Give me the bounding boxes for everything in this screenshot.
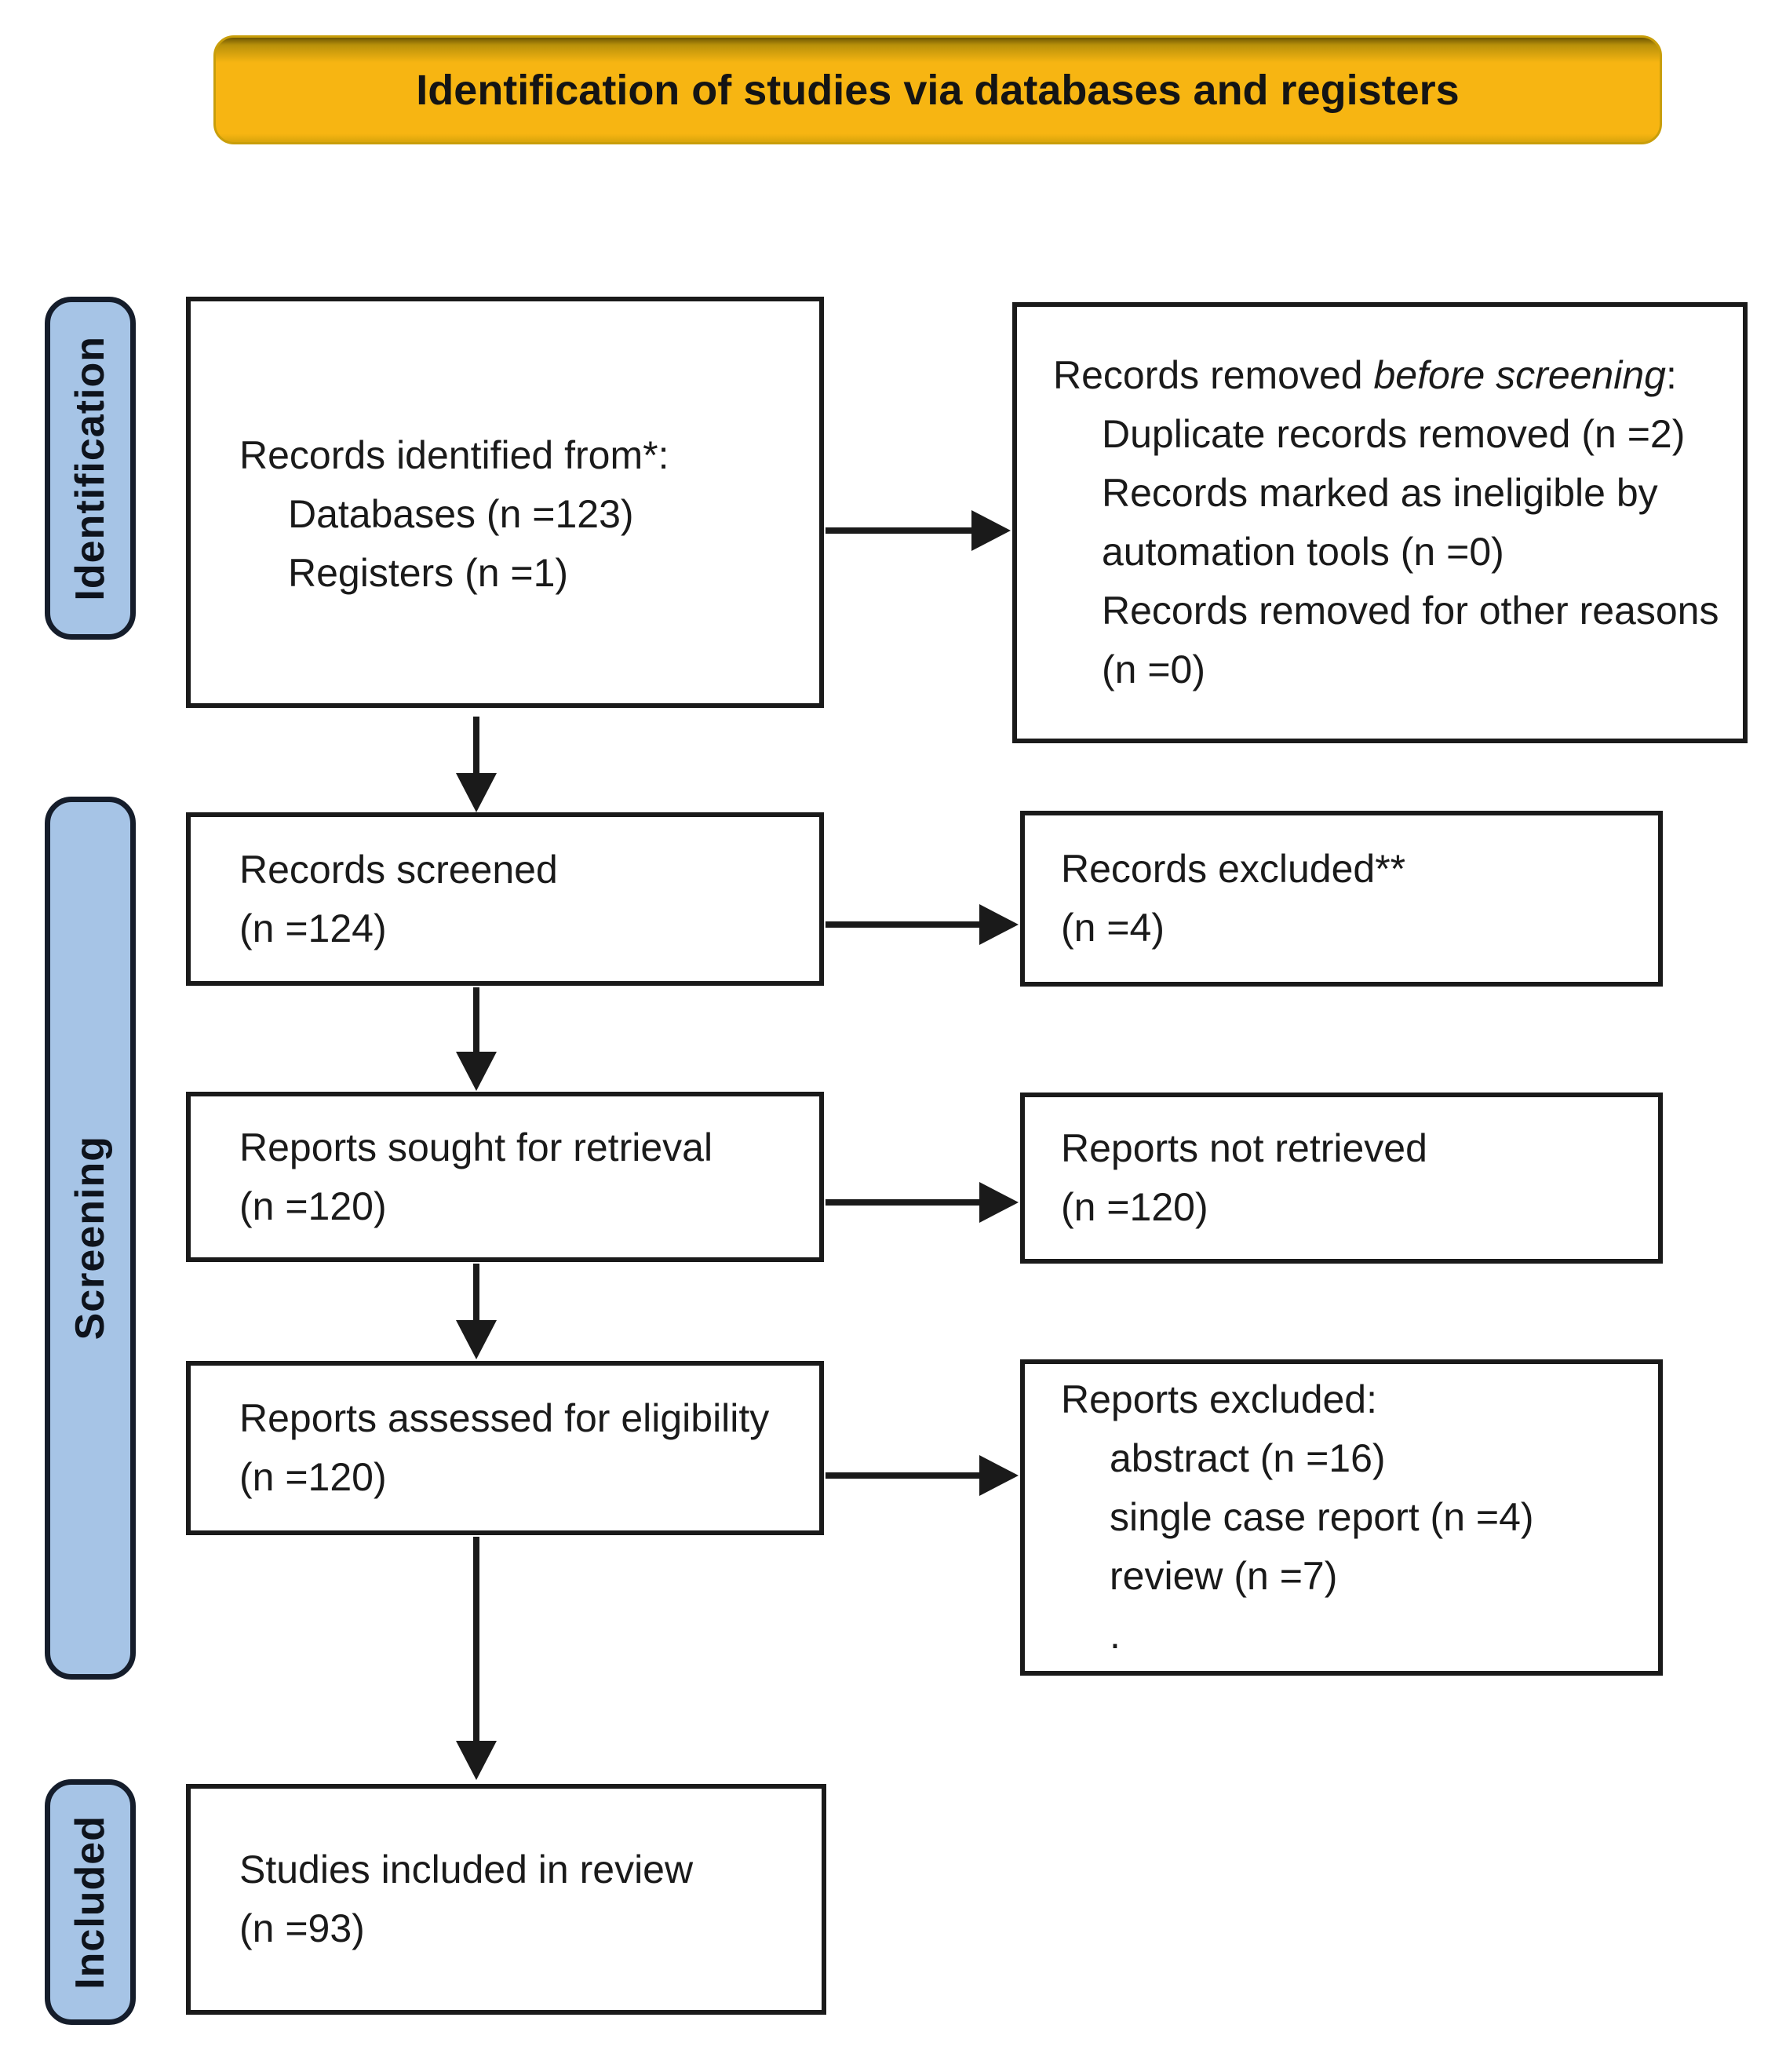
- heading-italic: before screening: [1373, 353, 1666, 397]
- arrow-assessed-to-included-shaft: [473, 1537, 479, 1742]
- box-records-removed: Records removed before screening: Duplic…: [1012, 302, 1748, 743]
- stage-label-screening: Screening: [67, 1136, 113, 1341]
- stage-label-included: Included: [67, 1815, 113, 1990]
- arrow-screened-to-excluded-head: [979, 904, 1019, 945]
- box-line: .: [1110, 1613, 1121, 1657]
- arrow-screened-to-excluded-shaft: [826, 921, 979, 928]
- box-reports-sought: Reports sought for retrieval (n =120): [186, 1092, 824, 1262]
- box-heading: Records removed before screening:: [1053, 346, 1727, 405]
- stage-tab-identification: Identification: [45, 297, 136, 640]
- box-line: (n =93): [239, 1906, 365, 1950]
- box-line: Reports assessed for eligibility: [239, 1396, 770, 1440]
- box-line: (n =120): [239, 1455, 387, 1499]
- box-heading: Records identified from*:: [239, 432, 669, 477]
- box-line: abstract (n =16): [1110, 1436, 1386, 1480]
- arrow-screened-to-sought-head: [456, 1052, 497, 1091]
- arrow-sought-to-assessed-head: [456, 1320, 497, 1359]
- arrow-sought-to-not-retrieved-head: [979, 1182, 1019, 1223]
- stage-tab-screening: Screening: [45, 797, 136, 1680]
- heading-prefix: Records removed: [1053, 353, 1374, 397]
- arrow-assessed-to-excluded-shaft: [826, 1472, 979, 1479]
- banner-identification-via-databases: Identification of studies via databases …: [213, 35, 1662, 144]
- box-line: Records removed for other reasons: [1102, 589, 1719, 633]
- arrow-identified-to-removed-shaft: [826, 527, 973, 534]
- stage-label-identification: Identification: [67, 335, 113, 601]
- box-studies-included: Studies included in review (n =93): [186, 1784, 826, 2015]
- box-line: Registers (n =1): [288, 550, 569, 595]
- box-line: (n =4): [1061, 906, 1165, 950]
- box-line: Reports not retrieved: [1061, 1126, 1427, 1170]
- box-records-screened: Records screened (n =124): [186, 812, 824, 986]
- box-line: Records marked as ineligible by: [1102, 471, 1658, 515]
- box-line: Records screened: [239, 847, 558, 892]
- arrow-identified-to-screened-head: [456, 773, 497, 812]
- arrow-sought-to-assessed-shaft: [473, 1264, 479, 1322]
- box-line: Databases (n =123): [288, 491, 634, 536]
- box-reports-not-retrieved: Reports not retrieved (n =120): [1020, 1093, 1663, 1264]
- box-records-excluded: Records excluded** (n =4): [1020, 811, 1663, 987]
- box-records-identified: Records identified from*: Databases (n =…: [186, 297, 824, 708]
- arrow-assessed-to-excluded-head: [979, 1455, 1019, 1496]
- box-line: Reports sought for retrieval: [239, 1125, 713, 1169]
- heading-suffix: :: [1665, 353, 1677, 397]
- box-line: (n =0): [1102, 648, 1206, 691]
- box-line: (n =124): [239, 906, 387, 950]
- banner-title: Identification of studies via databases …: [416, 66, 1460, 114]
- box-line: Duplicate records removed (n =2): [1102, 412, 1686, 456]
- arrow-identified-to-removed-head: [971, 510, 1011, 551]
- box-heading: Reports excluded:: [1061, 1377, 1378, 1421]
- arrow-sought-to-not-retrieved-shaft: [826, 1199, 979, 1206]
- box-line: single case report (n =4): [1110, 1495, 1534, 1539]
- arrow-screened-to-sought-shaft: [473, 987, 479, 1053]
- box-line: Studies included in review: [239, 1848, 694, 1891]
- box-line: (n =120): [1061, 1185, 1208, 1229]
- stage-tab-included: Included: [45, 1779, 136, 2025]
- box-line: (n =120): [239, 1184, 387, 1228]
- box-reports-assessed: Reports assessed for eligibility (n =120…: [186, 1361, 824, 1535]
- arrow-identified-to-screened-shaft: [473, 717, 479, 775]
- arrow-assessed-to-included-head: [456, 1741, 497, 1780]
- box-line: review (n =7): [1110, 1554, 1338, 1598]
- box-reports-excluded: Reports excluded: abstract (n =16) singl…: [1020, 1359, 1663, 1676]
- box-line: Records excluded**: [1061, 847, 1406, 891]
- box-line: automation tools (n =0): [1102, 530, 1504, 574]
